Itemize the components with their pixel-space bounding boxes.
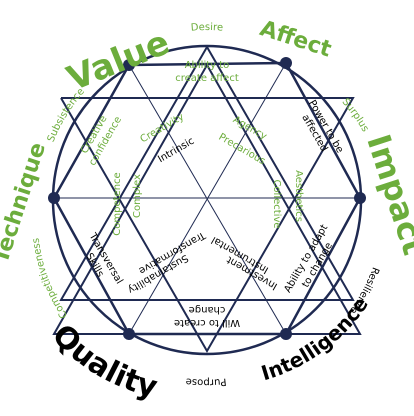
star-triangle-b bbox=[60, 97, 355, 354]
will-to-create-change: Will to create change bbox=[174, 304, 240, 328]
label-affect: Affect bbox=[257, 16, 335, 63]
ring-purpose: Purpose bbox=[185, 376, 227, 388]
spoke-1 bbox=[128, 64, 287, 335]
triangle-up bbox=[52, 62, 362, 335]
label-creativity: Creativity bbox=[139, 112, 186, 146]
svg-text:change: change bbox=[189, 304, 226, 315]
label-impact: Impact bbox=[359, 130, 414, 260]
star-triangle-a bbox=[59, 46, 355, 301]
vertex-dot-top-right bbox=[280, 57, 292, 69]
vertex-dot-bottom-left bbox=[123, 328, 135, 340]
vertex-dot-bottom-right bbox=[280, 328, 292, 340]
label-competence: Competence bbox=[112, 172, 123, 235]
vertex-dot-right bbox=[354, 192, 366, 204]
vertex-dot-left bbox=[48, 192, 60, 204]
svg-text:create affect: create affect bbox=[175, 73, 239, 84]
ring-desire: Desire bbox=[190, 22, 223, 34]
vertex-dot-top-left bbox=[123, 59, 135, 71]
label-quality: Quality bbox=[45, 318, 161, 406]
label-technique: Technique bbox=[0, 140, 51, 267]
label-intrinsic: Intrinsic bbox=[156, 136, 196, 165]
label-collective: Collective bbox=[271, 179, 282, 228]
svg-text:Ability to: Ability to bbox=[185, 60, 230, 71]
label-aesthetics: Aesthetics bbox=[293, 170, 304, 222]
svg-text:Will to create: Will to create bbox=[174, 317, 240, 328]
power-to-be-affected: Power to be affected bbox=[299, 98, 345, 155]
label-complex: Complex bbox=[132, 174, 143, 218]
ring-competitiveness: Competitiveness bbox=[31, 237, 70, 320]
ability-to-create-affect: Ability to create affect bbox=[175, 60, 239, 84]
